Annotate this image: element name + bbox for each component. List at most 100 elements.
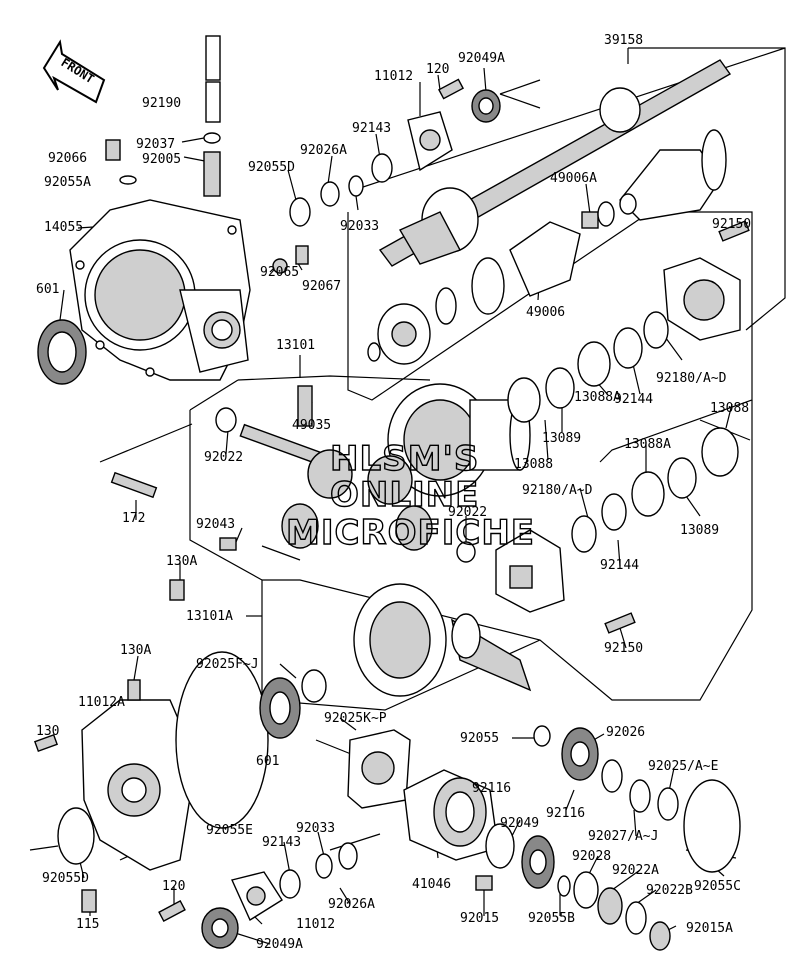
part-label: 92055B: [528, 911, 575, 926]
part-label: 92022A: [612, 863, 659, 878]
part-label: 130: [36, 724, 59, 739]
part-label: 172: [122, 511, 145, 526]
watermark: HLSM'S ONLINE MICROFICHE: [285, 438, 535, 553]
stud-172: [110, 471, 158, 499]
part-label: 13089: [680, 523, 719, 538]
oring-92055A: [119, 175, 137, 185]
oring-92055B: [557, 875, 571, 897]
nut-49006A: [581, 211, 599, 229]
oring-92055: [533, 725, 551, 747]
part-label: 49006A: [550, 171, 597, 186]
bearing-92049: [521, 835, 555, 889]
part-label: 49006: [526, 305, 565, 320]
flange-11012-top: [407, 111, 453, 172]
part-label: 13088: [514, 457, 553, 472]
cover-11012A: [81, 699, 197, 871]
washer-92026: [601, 759, 623, 793]
part-label: 92055E: [206, 823, 253, 838]
shim-92027: [629, 779, 651, 813]
part-label: 120: [162, 879, 185, 894]
collar-92028: [573, 871, 599, 909]
part-label: 92022: [204, 450, 243, 465]
part-label: 92026A: [328, 897, 375, 912]
part-label: 601: [36, 282, 59, 297]
part-label: 92005: [142, 152, 181, 167]
washer-92026A-bottom: [338, 842, 358, 870]
part-label: 39158: [604, 33, 643, 48]
pin-92043: [219, 537, 237, 551]
part-label: 92144: [614, 392, 653, 407]
bearing-601-lower: [259, 669, 327, 739]
part-label: 92049A: [458, 51, 505, 66]
flange-11012-bottom: [231, 871, 283, 922]
part-label: 92049: [500, 816, 539, 831]
part-label: 92150: [712, 217, 751, 232]
part-label: 92055: [460, 731, 499, 746]
part-label: 130A: [166, 554, 197, 569]
part-label: 92025/A~E: [648, 759, 718, 774]
part-label: 92143: [352, 121, 391, 136]
oring-92055E: [175, 651, 269, 829]
part-label: 92055D: [42, 871, 89, 886]
part-label: 92143: [262, 835, 301, 850]
bolt-130A-mid: [169, 579, 185, 601]
part-label: 92116: [472, 781, 511, 796]
part-label: 92015A: [686, 921, 733, 936]
circlip-92033: [348, 175, 364, 197]
gasket-92037: [203, 132, 221, 144]
seal-92143: [371, 153, 393, 183]
part-label: 92065: [260, 265, 299, 280]
part-label: 92025F~J: [196, 657, 259, 672]
part-label: 14055: [44, 220, 83, 235]
plug-92067: [295, 245, 309, 265]
part-label: 92027/A~J: [588, 829, 658, 844]
washer-92026A: [320, 181, 340, 207]
pin-49035: [297, 385, 313, 427]
gear-case-14055: [69, 199, 251, 381]
pinion-gears: [281, 449, 433, 551]
front-arrow-icon: FRONT: [42, 39, 106, 104]
ring-gear-13101A: [353, 583, 532, 697]
bearing-92049A-bottom: [201, 907, 239, 949]
differential-case-13101: [387, 383, 531, 497]
fitting-92005: [203, 151, 221, 197]
part-label: 92015: [460, 911, 499, 926]
part-label: 92190: [142, 96, 181, 111]
oring-92055C: [683, 779, 741, 873]
pipe-92190: [205, 35, 221, 123]
part-label: 92026A: [300, 143, 347, 158]
part-label: 13101: [276, 338, 315, 353]
part-label: 120: [426, 62, 449, 77]
part-label: 41046: [412, 877, 451, 892]
part-label: 92022B: [646, 883, 693, 898]
part-label: 13101A: [186, 609, 233, 624]
bearing-92049A-top: [471, 89, 501, 123]
bearing-92116-right: [561, 727, 599, 781]
watermark-line: MICROFICHE: [286, 513, 535, 553]
part-label: 92144: [600, 558, 639, 573]
part-label: 92055A: [44, 175, 91, 190]
bolt-115: [81, 889, 97, 913]
part-label: 92055D: [248, 160, 295, 175]
part-label: 92150: [604, 641, 643, 656]
coupling-92150-top: [663, 220, 750, 341]
nut-92015A: [649, 921, 671, 951]
bearing-601-left: [37, 319, 87, 385]
part-label: 92022: [448, 505, 487, 520]
part-label: 92116: [546, 806, 585, 821]
part-label: 92025K~P: [324, 711, 387, 726]
part-label: 92043: [196, 517, 235, 532]
boot-49006A: [581, 129, 727, 229]
shim-92025K: [347, 729, 411, 809]
bolt-120-top: [437, 78, 465, 100]
oring-92055D-top: [289, 197, 311, 227]
part-label: 49035: [292, 418, 331, 433]
washer-92022-right: [456, 541, 476, 563]
watermark-line: ONLINE: [330, 475, 479, 515]
part-label: 130A: [120, 643, 151, 658]
part-label: 92066: [48, 151, 87, 166]
washer-92065: [272, 258, 288, 274]
part-label: 92049A: [256, 937, 303, 952]
